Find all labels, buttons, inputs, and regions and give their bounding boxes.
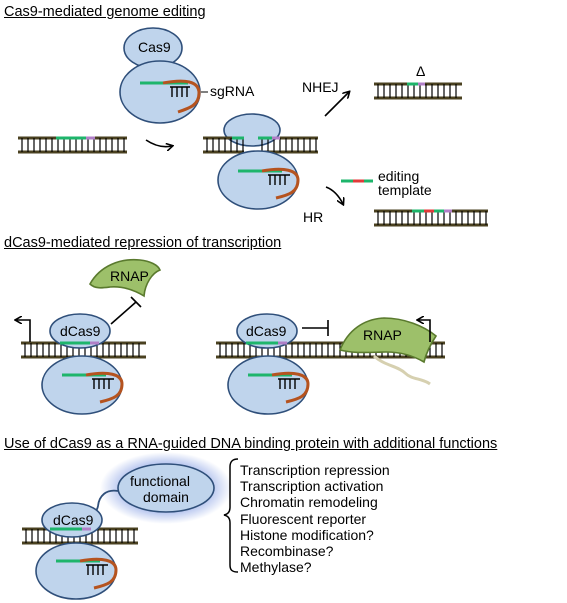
hr-product-dna [374, 209, 488, 227]
dcas9-label-left: dCas9 [60, 323, 101, 339]
dcas9-label-fusion: dCas9 [53, 512, 94, 528]
section-title-additional-functions: Use of dCas9 as a RNA-guided DNA binding… [4, 436, 498, 452]
nhej-arrow [324, 92, 349, 117]
dcas9-promoter-block [16, 258, 162, 415]
rnap-label-right: RNAP [363, 327, 402, 343]
nhej-label: NHEJ [302, 79, 339, 95]
deletion-label: Δ [416, 63, 426, 79]
dcas9-label-right: dCas9 [246, 323, 287, 339]
hr-label: HR [303, 209, 324, 225]
list-bracket [223, 458, 239, 573]
hr-arrow [325, 186, 343, 204]
sgrna-label: sgRNA [210, 83, 255, 99]
function-item: Transcription activation [240, 478, 384, 495]
domain-label: domain [143, 489, 189, 505]
function-item: Chromatin remodeling [240, 494, 378, 511]
cas9-complex-unbound [119, 27, 208, 124]
binding-arrow [145, 139, 172, 147]
functional-label: functional [130, 473, 190, 489]
function-item: Histone modification? [240, 526, 374, 543]
cas9-bound-cut-dna [203, 113, 318, 210]
dcas9-elongation-block [216, 313, 445, 415]
editing-label: editing [378, 168, 420, 184]
nhej-product-dna [374, 82, 462, 100]
target-dna [18, 136, 127, 154]
function-item: Methylase? [240, 559, 312, 576]
function-item: Recombinase? [240, 543, 334, 560]
function-list: Transcription repression Transcription a… [240, 462, 390, 575]
cas9-label: Cas9 [138, 39, 171, 55]
function-item: Transcription repression [240, 462, 390, 478]
dcas9-fusion [22, 452, 239, 600]
section-title-genome-editing: Cas9-mediated genome editing [4, 4, 206, 20]
template-label: template [378, 182, 432, 198]
function-item: Fluorescent reporter [240, 510, 367, 527]
rnap-label-left: RNAP [110, 268, 149, 284]
section-title-repression: dCas9-mediated repression of transcripti… [4, 235, 282, 251]
